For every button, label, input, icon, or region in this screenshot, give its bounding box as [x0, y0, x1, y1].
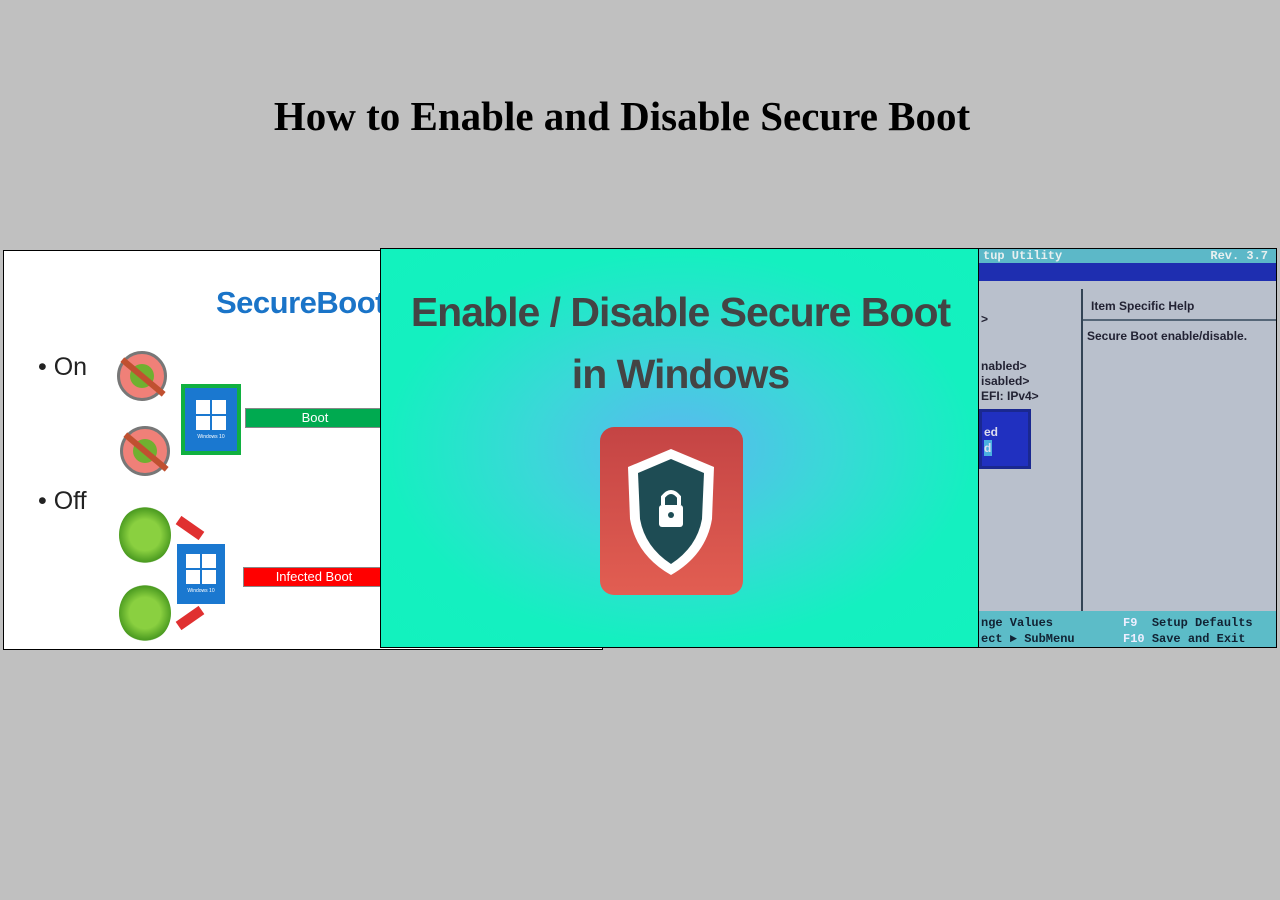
bios-revision: Rev. 3.7	[1210, 249, 1268, 263]
bios-item[interactable]: nabled>	[981, 359, 1027, 373]
bios-header: tup Utility Rev. 3.7	[979, 249, 1276, 263]
bios-item[interactable]: EFI: IPv4>	[981, 389, 1039, 403]
footer-hint: ect ► SubMenu	[981, 632, 1075, 646]
page-title: How to Enable and Disable Secure Boot	[273, 93, 971, 139]
blocked-virus-icon	[117, 351, 167, 401]
on-label: On	[53, 353, 88, 381]
off-bullet: • Off	[38, 487, 87, 515]
off-label: Off	[53, 487, 87, 515]
blocked-virus-icon	[120, 426, 170, 476]
f10-key: F10	[1123, 632, 1145, 646]
footer-hint: Setup Defaults	[1151, 616, 1253, 630]
windows-label: Windows 10	[187, 588, 215, 594]
bios-footer: nge Values ect ► SubMenu F9 Setup Defaul…	[979, 611, 1276, 647]
f9-key: F9	[1123, 616, 1138, 630]
bios-item[interactable]: isabled>	[981, 374, 1030, 388]
infected-boot-bar: Infected Boot	[243, 567, 385, 587]
windows-label: Windows 10	[197, 433, 225, 440]
footer-hint: Save and Exit	[1151, 632, 1246, 646]
bios-option-popup[interactable]: ed d	[979, 409, 1031, 469]
secureboot-heading: SecureBoot	[216, 285, 385, 320]
boot-bar: Boot	[245, 408, 385, 428]
help-text: Secure Boot enable/disable.	[1087, 329, 1248, 343]
bios-item[interactable]: >	[981, 312, 989, 326]
bios-setup-screenshot: tup Utility Rev. 3.7 Item Specific Help …	[978, 248, 1277, 648]
virus-icon	[119, 584, 171, 642]
footer-hint: nge Values	[981, 616, 1054, 630]
windows-logo-icon: Windows 10	[177, 544, 225, 604]
popup-option-selected[interactable]: d	[984, 440, 992, 456]
banner-line-1: Enable / Disable Secure Boot	[410, 289, 951, 335]
bios-title: tup Utility	[983, 249, 1063, 263]
windows-logo-icon: Windows 10	[181, 384, 241, 455]
virus-icon	[119, 506, 171, 564]
bios-menu-bar	[979, 263, 1276, 281]
arrow-icon	[175, 515, 205, 541]
help-title: Item Specific Help	[1091, 299, 1195, 313]
popup-option[interactable]: ed	[984, 425, 999, 439]
enable-disable-banner-image: Enable / Disable Secure Boot in Windows	[380, 248, 979, 648]
divider	[1081, 289, 1083, 611]
divider	[1083, 319, 1276, 321]
on-bullet: • On	[38, 353, 88, 381]
shield-lock-icon	[600, 427, 743, 595]
arrow-icon	[175, 605, 205, 631]
banner-line-2: in Windows	[571, 351, 790, 397]
